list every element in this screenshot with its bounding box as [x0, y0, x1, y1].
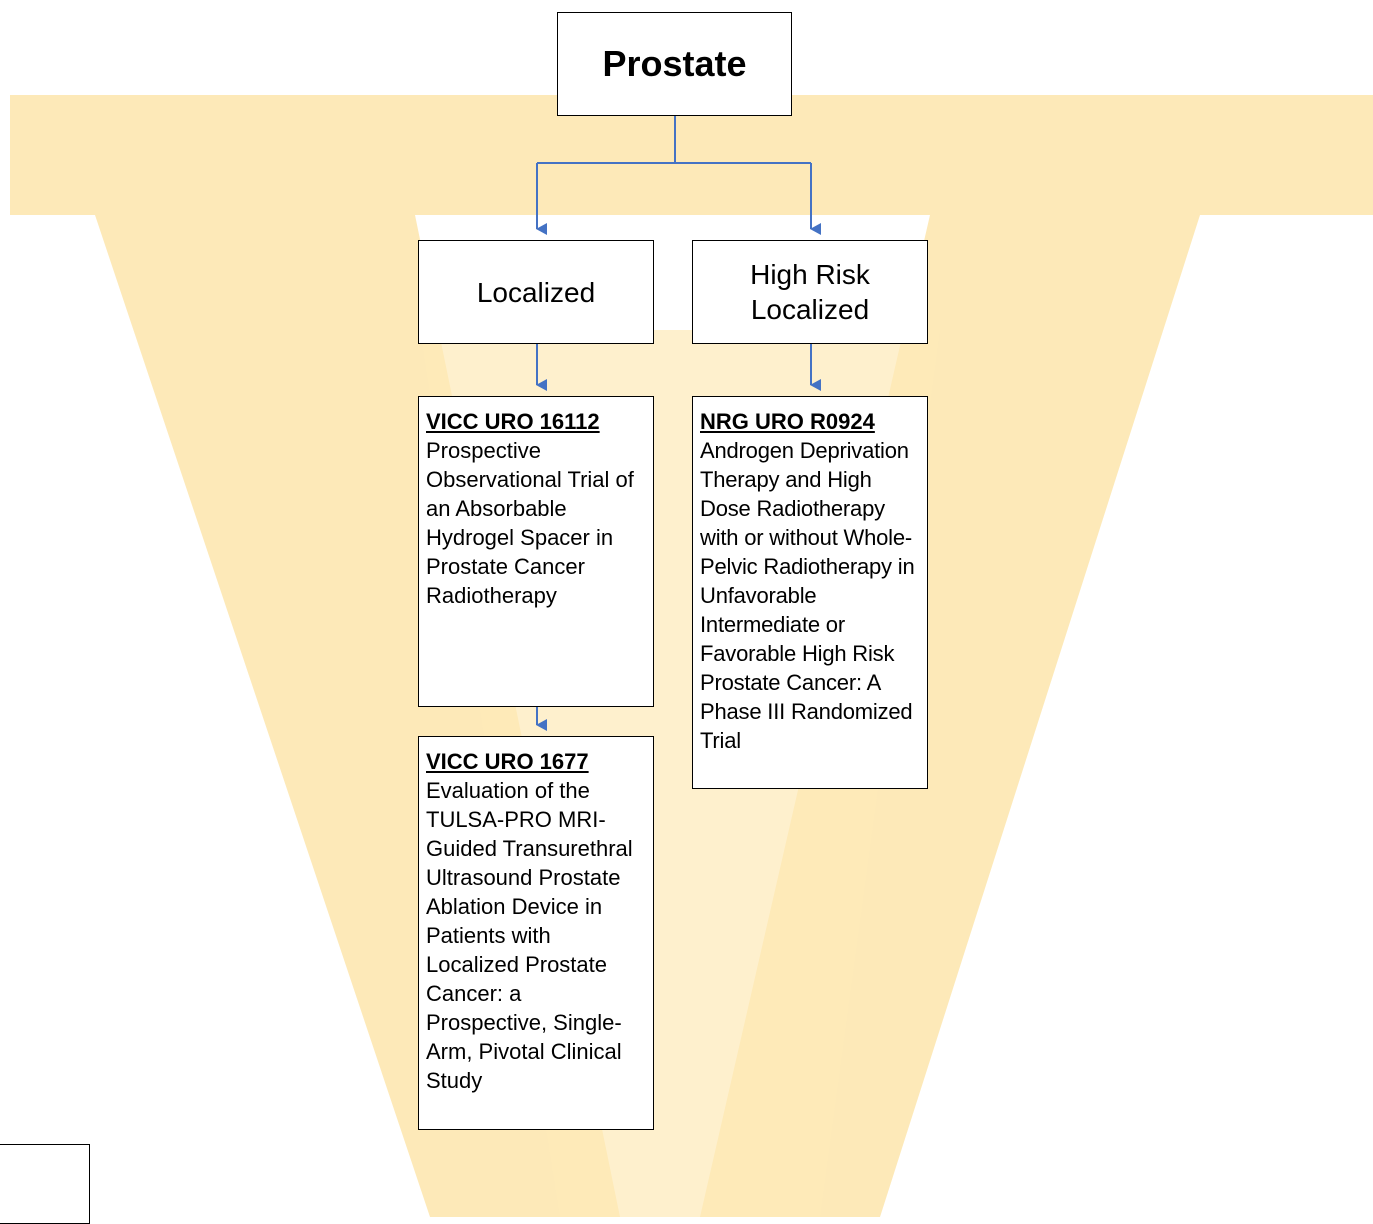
trial-description: Prospective Observational Trial of an Ab…: [426, 438, 634, 608]
trial-description: Evaluation of the TULSA-PRO MRI-Guided T…: [426, 778, 633, 1093]
trial-node-vicc-uro-16112: VICC URO 16112 Prospective Observational…: [418, 396, 654, 707]
category-label-localized: Localized: [476, 276, 596, 308]
category-node-high-risk-localized: High Risk Localized: [692, 240, 928, 344]
root-node-label: Prostate: [602, 43, 747, 84]
root-node-prostate: Prostate: [557, 12, 792, 116]
trial-code: VICC URO 16112: [426, 409, 600, 434]
category-label-high-risk-localized: High Risk Localized: [750, 259, 870, 325]
empty-box: [0, 1144, 90, 1224]
watermark-top-band: [10, 95, 1373, 215]
trial-node-vicc-uro-1677: VICC URO 1677 Evaluation of the TULSA-PR…: [418, 736, 654, 1130]
trial-code: VICC URO 1677: [426, 749, 589, 774]
trial-node-nrg-uro-r0924: NRG URO R0924 Androgen Deprivation Thera…: [692, 396, 928, 789]
trial-code: NRG URO R0924: [700, 409, 875, 434]
trial-description: Androgen Deprivation Therapy and High Do…: [700, 438, 915, 753]
category-node-localized: Localized: [418, 240, 654, 344]
